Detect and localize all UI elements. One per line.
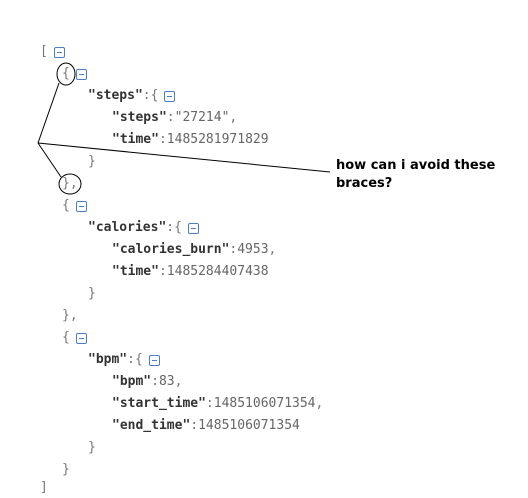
- entry-2-open-brace: {: [62, 198, 70, 213]
- entry-3-key-line: "bpm":{: [88, 350, 160, 370]
- object-close-brace: }: [88, 154, 96, 169]
- entry-1-close-brace: },: [62, 176, 78, 191]
- highlight-circle-close-brace: [58, 173, 82, 195]
- field-line: "steps":"27214",: [112, 108, 237, 128]
- field-trail: ,: [268, 242, 277, 257]
- highlight-circle-open-brace: [56, 62, 76, 86]
- field-key: "steps": [112, 110, 167, 125]
- entry-1-open-line: {: [62, 64, 87, 84]
- field-key: "bpm": [112, 374, 152, 389]
- collapse-toggle-icon[interactable]: [75, 68, 87, 80]
- field-key: "time": [112, 264, 159, 279]
- field-key: "time": [112, 132, 159, 147]
- object-open-brace: {: [150, 88, 159, 103]
- field-line: "time":1485284407438: [112, 262, 269, 282]
- object-close-brace: }: [88, 440, 96, 455]
- object-open-brace: {: [174, 220, 182, 235]
- field-line: "end_time":1485106071354: [112, 416, 300, 436]
- colon: :: [166, 220, 175, 235]
- entry-3-open-brace: {: [62, 330, 70, 345]
- entry-2-key: "calories": [88, 220, 167, 235]
- entry-1-close-line: },: [62, 174, 78, 194]
- field-value: 1485106071354: [198, 418, 300, 433]
- colon: :: [166, 110, 175, 125]
- pointer-line-upper: [37, 82, 60, 144]
- field-value: 1485284407438: [166, 264, 269, 279]
- entry-3-key: "bpm": [88, 352, 128, 367]
- annotation-note: how can i avoid these braces?: [336, 158, 496, 191]
- entry-3-open-line: {: [62, 328, 87, 348]
- object-close-line: }: [88, 284, 96, 304]
- pointer-line-to-note: [37, 142, 331, 173]
- array-open-bracket: [: [40, 44, 48, 59]
- field-value: 4953: [237, 242, 269, 257]
- field-line: "calories_burn":4953,: [112, 240, 276, 260]
- collapse-toggle-icon[interactable]: [148, 354, 160, 366]
- field-value: 1485106071354: [213, 396, 316, 411]
- field-line: "start_time":1485106071354,: [112, 394, 323, 414]
- field-key: "start_time": [112, 396, 206, 411]
- field-line: "bpm":83,: [112, 372, 182, 392]
- field-key: "end_time": [112, 418, 191, 433]
- entry-2-open-line: {: [62, 196, 87, 216]
- colon: :: [151, 374, 159, 389]
- entry-1-key: "steps": [88, 88, 143, 103]
- field-trail: ,: [229, 110, 238, 125]
- field-value: 1485281971829: [166, 132, 269, 147]
- field-value: 83: [158, 374, 175, 389]
- field-line: "time":1485281971829: [112, 130, 269, 150]
- collapse-toggle-icon[interactable]: [164, 90, 176, 102]
- field-key: "calories_burn": [112, 242, 230, 257]
- entry-2-close-brace: },: [62, 308, 78, 323]
- object-close-line: }: [88, 438, 96, 458]
- collapse-toggle-icon[interactable]: [53, 46, 65, 58]
- array-close-line: ]: [40, 478, 48, 498]
- entry-2-close-line: },: [62, 306, 78, 326]
- collapse-toggle-icon[interactable]: [187, 222, 199, 234]
- colon: :: [127, 352, 135, 367]
- collapse-toggle-icon[interactable]: [75, 332, 87, 344]
- entry-1-open-brace: {: [62, 66, 70, 81]
- entry-2-key-line: "calories":{: [88, 218, 199, 238]
- entry-1-key-line: "steps":{: [88, 86, 176, 106]
- entry-3-close-line: }: [62, 460, 70, 480]
- colon: :: [158, 264, 167, 279]
- colon: :: [229, 242, 238, 257]
- entry-3-close-brace: }: [62, 462, 70, 477]
- field-value: "27214": [174, 110, 230, 125]
- field-trail: ,: [315, 396, 324, 411]
- field-trail: ,: [174, 374, 183, 389]
- colon: :: [142, 88, 151, 103]
- colon: :: [158, 132, 167, 147]
- colon: :: [190, 418, 199, 433]
- pointer-line-lower: [37, 142, 62, 178]
- collapse-toggle-icon[interactable]: [75, 200, 87, 212]
- colon: :: [205, 396, 214, 411]
- object-close-brace: }: [88, 286, 96, 301]
- object-open-brace: {: [134, 352, 143, 367]
- object-close-line: }: [88, 152, 96, 172]
- array-close-bracket: ]: [40, 480, 48, 495]
- array-open-line: [: [40, 42, 65, 62]
